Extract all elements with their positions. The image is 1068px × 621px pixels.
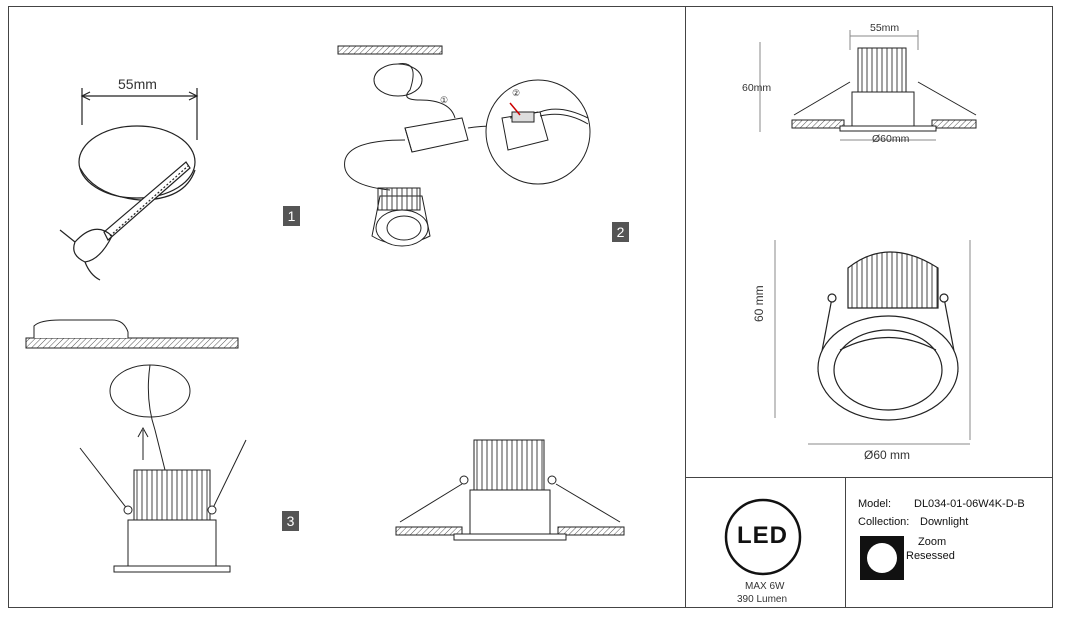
step3-installation-illustration xyxy=(25,319,247,573)
feature-zoom: Zoom xyxy=(918,536,947,548)
step1-cutout-illustration xyxy=(59,88,199,281)
collection-label: Collection: xyxy=(858,516,910,528)
recessed-downlight-icon xyxy=(860,536,904,580)
wiring-step-2-marker: ② xyxy=(512,88,521,98)
model-label: Model: xyxy=(858,498,892,510)
wiring-step-1-marker: ① xyxy=(440,95,449,105)
max-power: MAX 6W xyxy=(745,581,785,592)
drawing-frame xyxy=(8,6,1053,608)
dim-big-diameter: Ø60 mm xyxy=(864,448,911,462)
divider-vertical xyxy=(685,6,686,608)
step3-installed-illustration xyxy=(395,439,625,541)
dim-top-height: 60mm xyxy=(742,82,772,94)
led-logo-text: LED xyxy=(737,522,788,549)
step-badge-1: 1 xyxy=(283,206,300,226)
step-badge-3: 3 xyxy=(282,511,299,531)
step-badge-2: 2 xyxy=(612,222,629,242)
feature-recessed: Resessed xyxy=(906,550,955,562)
dim-top-diameter: Ø60mm xyxy=(872,133,910,145)
dim-big-height: 60 mm xyxy=(752,285,766,322)
model-value: DL034-01-06W4K-D-B xyxy=(914,498,1025,510)
cut-size-label: 55mm xyxy=(118,76,157,92)
step2-wiring-illustration xyxy=(337,45,591,247)
led-logo-icon xyxy=(724,498,802,576)
side-view-drawing xyxy=(759,30,977,141)
lumen-output: 390 Lumen xyxy=(737,594,788,605)
perspective-drawing xyxy=(774,240,971,445)
collection-value: Downlight xyxy=(920,516,969,528)
divider-horizontal xyxy=(685,477,1053,478)
dim-top-width: 55mm xyxy=(870,22,900,34)
divider-info xyxy=(845,477,846,608)
